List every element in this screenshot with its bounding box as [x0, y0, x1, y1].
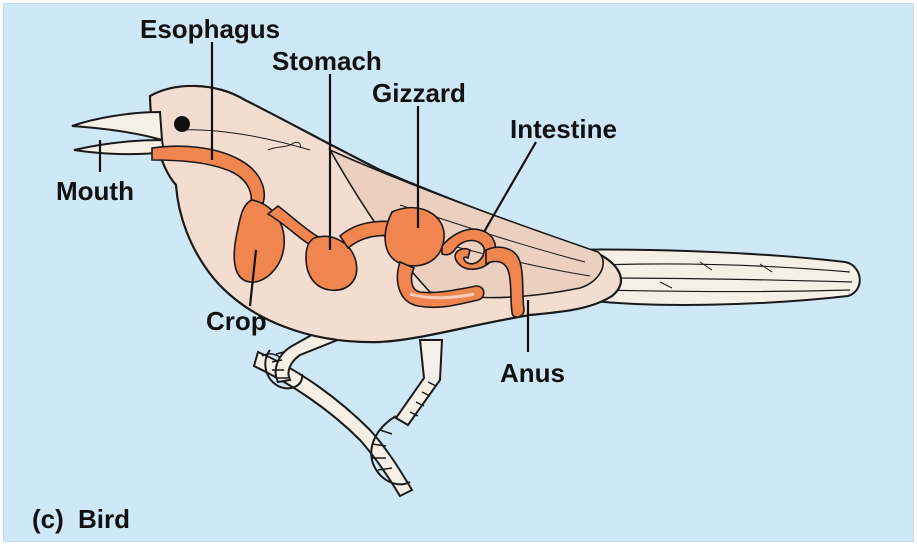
label-mouth: Mouth	[56, 176, 134, 206]
label-crop: Crop	[206, 306, 267, 336]
label-stomach: Stomach	[272, 46, 382, 76]
label-intestine: Intestine	[510, 114, 617, 144]
eye-icon	[174, 116, 190, 132]
label-esophagus: Esophagus	[140, 14, 280, 44]
beak	[72, 112, 164, 154]
caption-title: Bird	[78, 504, 130, 534]
label-gizzard: Gizzard	[372, 78, 466, 108]
label-anus: Anus	[500, 358, 565, 388]
caption-letter: (c)	[32, 504, 64, 534]
